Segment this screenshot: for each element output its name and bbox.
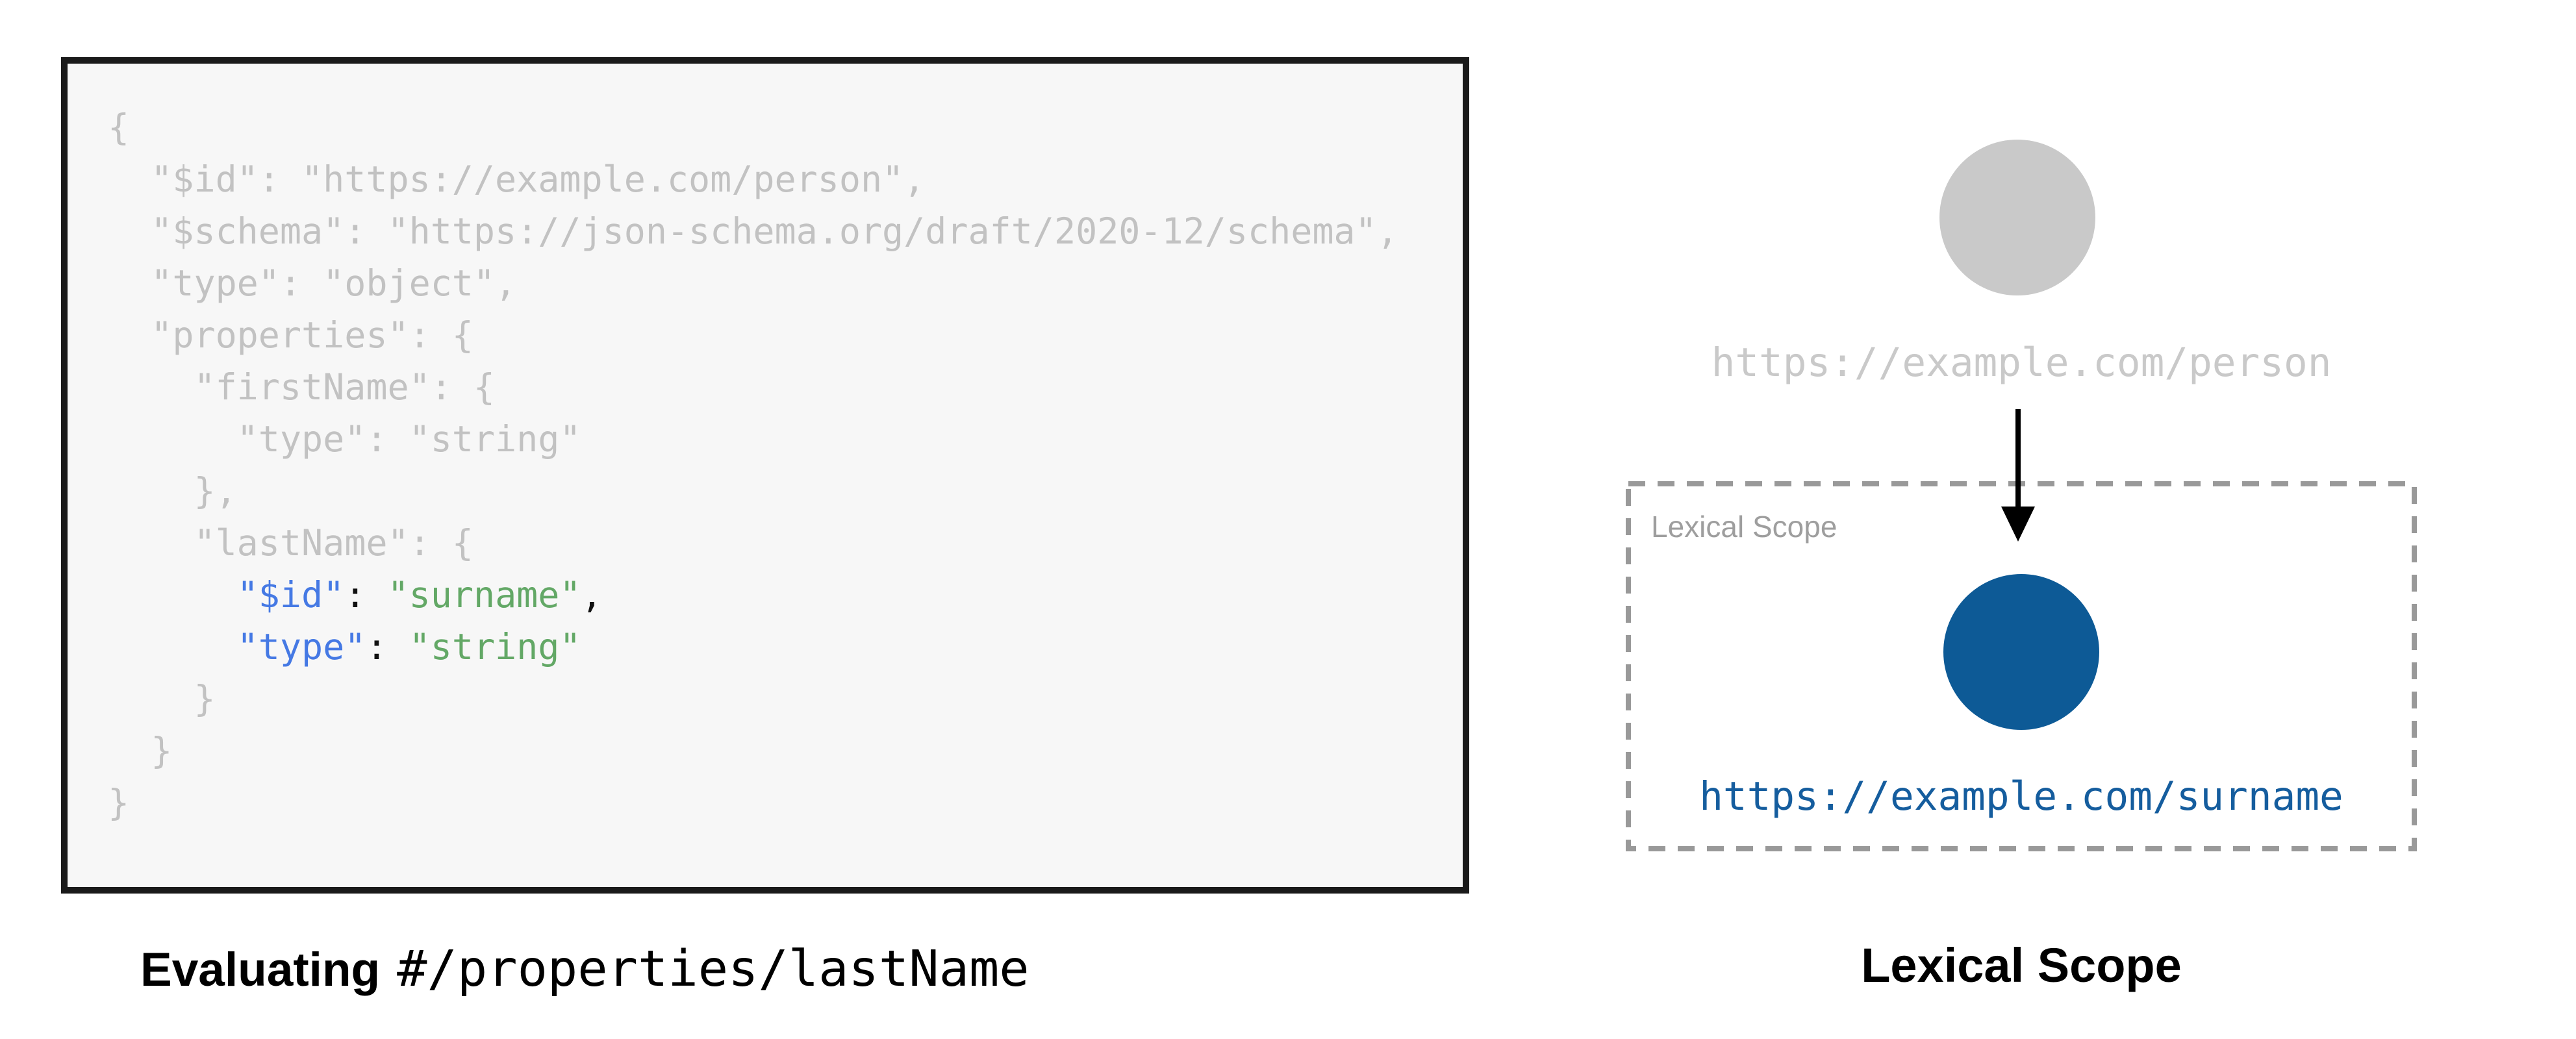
code-line: "$id": "surname",: [236, 574, 603, 616]
code-line: }: [108, 730, 173, 771]
json-schema-code-box: { "$id": "https://example.com/person", "…: [61, 57, 1469, 894]
code-line: "$id": "https://example.com/person",: [108, 158, 926, 200]
left-caption-evaluating-label: Evaluating: [140, 944, 381, 996]
left-caption-json-pointer: #/properties/lastName: [397, 940, 1029, 998]
code-line: "firstName": {: [108, 366, 496, 408]
arrow-down-head-icon: [2001, 507, 2035, 542]
code-line: "lastName": {: [108, 522, 474, 564]
code-line: },: [108, 470, 237, 512]
surname-schema-node-circle: [1943, 574, 2099, 730]
code-line: "type": "string": [236, 626, 581, 668]
left-caption: Evaluating #/properties/lastName: [140, 940, 1029, 998]
surname-schema-uri-label: https://example.com/surname: [1699, 773, 2343, 820]
lexical-scope-box-label: Lexical Scope: [1651, 510, 1837, 544]
code-line: "properties": {: [108, 314, 474, 356]
code-line: "$schema": "https://json-schema.org/draf…: [108, 210, 1398, 252]
person-schema-uri-label: https://example.com/person: [1711, 340, 2332, 386]
code-line: }: [108, 782, 130, 823]
json-schema-code: { "$id": "https://example.com/person", "…: [68, 64, 1463, 829]
code-line: "type": "string": [108, 418, 581, 460]
code-line: }: [108, 678, 216, 720]
right-caption: Lexical Scope: [1861, 938, 2182, 992]
person-schema-node-circle: [1939, 140, 2095, 295]
code-line: {: [108, 106, 130, 148]
code-line: "type": "object",: [108, 262, 517, 304]
